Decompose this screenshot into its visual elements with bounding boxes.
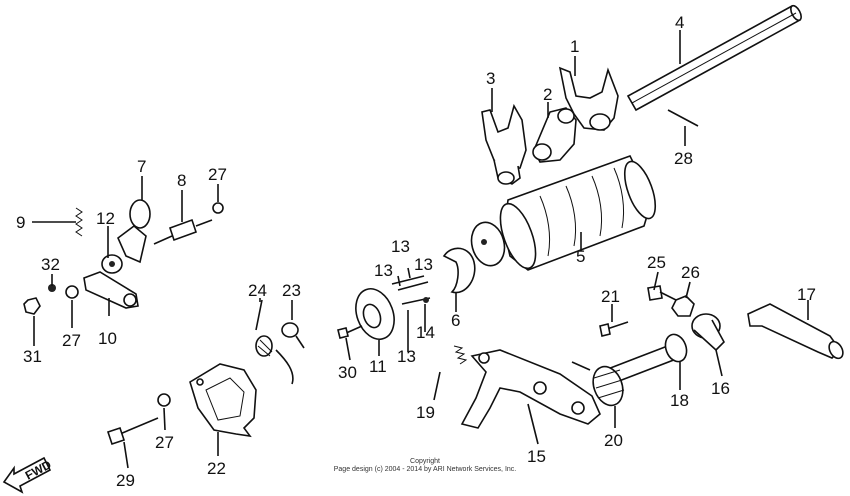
label-part-6: 6 [451,311,460,330]
part-1-shift-fork [558,66,619,131]
part-23-collar [281,322,305,349]
label-part-3: 3 [486,69,495,88]
part-number-labels: 1 2 3 4 5 6 7 8 9 10 11 12 13 13 13 13 1… [16,13,816,490]
part-2-shift-fork [532,107,577,163]
part-29-bolt [106,417,159,446]
part-16-stopper-arm [691,313,725,352]
part-31-nut [23,297,41,315]
label-part-23: 23 [282,281,301,300]
label-part-13-bottom: 13 [397,347,416,366]
part-19-spring [453,345,468,365]
label-part-21: 21 [601,287,620,306]
label-part-26: 26 [681,263,700,282]
part-27-washer-mid [65,285,79,299]
label-part-12: 12 [96,209,115,228]
copyright-line-2: Page design (c) 2004 - 2014 by ARI Netwo… [334,466,517,473]
label-part-4: 4 [675,13,684,32]
part-6-stopper-plate [442,247,476,294]
fwd-label: FWD [23,457,54,482]
label-part-27-bottom: 27 [155,433,174,452]
label-part-5: 5 [576,247,585,266]
label-part-13-top: 13 [391,237,410,256]
part-24-return-spring [255,299,294,385]
copyright-line-1: Copyright [410,458,440,465]
part-27-washer-bottom [157,393,171,407]
label-part-8: 8 [177,171,186,190]
part-22-cover-plate [189,363,257,438]
label-part-9: 9 [16,213,25,232]
part-9-spring [75,207,83,237]
label-part-2: 2 [543,85,552,104]
leader-lines [32,30,809,469]
label-part-29: 29 [116,471,135,490]
label-part-27-top: 27 [208,165,227,184]
label-part-27-mid: 27 [62,331,81,350]
part-10-shift-arm [83,271,139,309]
fwd-arrow: FWD [2,456,54,494]
label-part-17: 17 [797,285,816,304]
part-18-bushing [664,333,688,363]
label-part-7: 7 [137,157,146,176]
part-11-drum-plate [355,288,395,340]
label-part-13-right: 13 [414,255,433,274]
part-7-collar [117,199,151,264]
part-17-shift-spindle [747,303,844,360]
part-21-pin [599,321,629,337]
part-25-bolt [647,285,677,301]
part-5-shift-drum [470,155,657,271]
label-part-32: 32 [41,255,60,274]
label-part-22: 22 [207,459,226,478]
part-27-washer-top [212,202,224,214]
part-8-bolt [153,218,213,245]
part-30-screw [337,325,363,339]
label-part-13-left: 13 [374,261,393,280]
label-part-28: 28 [674,149,693,168]
label-part-10: 10 [98,329,117,348]
part-12-nut [101,254,123,274]
label-part-20: 20 [604,431,623,450]
part-4-shift-fork-shaft [626,4,802,112]
part-15-gearshift-plate [460,349,601,429]
label-part-16: 16 [711,379,730,398]
label-part-15: 15 [527,447,546,466]
label-part-1: 1 [570,37,579,56]
part-13-14-pins [391,267,431,305]
part-3-shift-fork [481,103,527,185]
label-part-25: 25 [647,253,666,272]
label-part-24: 24 [248,281,267,300]
label-part-30: 30 [338,363,357,382]
part-32-nut [48,284,56,292]
label-part-18: 18 [670,391,689,410]
part-28-pin [667,109,699,127]
label-part-19: 19 [416,403,435,422]
label-part-31: 31 [23,347,42,366]
label-part-14: 14 [416,323,435,342]
label-part-11: 11 [369,357,387,376]
